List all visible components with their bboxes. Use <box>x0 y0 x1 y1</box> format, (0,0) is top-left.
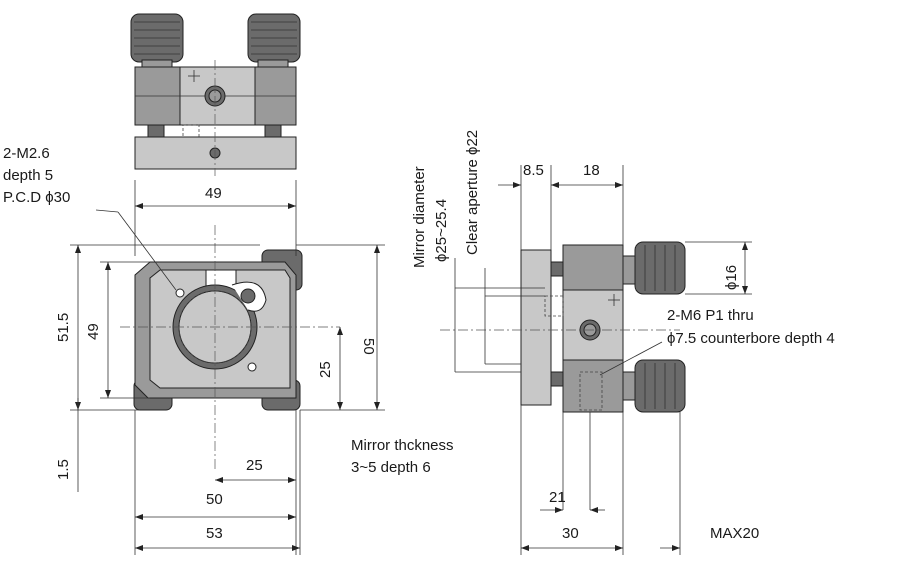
note-thickness-line2: 3~5 depth 6 <box>351 459 431 476</box>
top-right-knob <box>247 13 301 69</box>
dim-25-right: 25 <box>317 361 334 378</box>
side-dimensions <box>454 165 752 555</box>
note-thickness-line1: Mirror thckness <box>351 437 454 454</box>
note-m6-line2: ϕ7.5 counterbore depth 4 <box>667 330 835 347</box>
side-plate <box>520 249 552 406</box>
dim-30: 30 <box>562 525 579 542</box>
top-view <box>130 13 301 176</box>
note-m26-line1: 2-M2.6 <box>3 145 50 162</box>
front-dimensions <box>70 180 385 555</box>
dim-50-bottom: 50 <box>206 491 223 508</box>
dim-1-5: 1.5 <box>55 459 72 480</box>
note-mirror-diameter-1: Mirror diameter <box>411 166 428 268</box>
note-m26-line3: P.C.D ϕ30 <box>3 189 70 206</box>
front-view <box>95 209 340 470</box>
dim-phi16: ϕ16 <box>723 265 740 290</box>
dim-8-5: 8.5 <box>523 162 544 179</box>
notes: 2-M2.6 depth 5 P.C.D ϕ30 Mirror diameter… <box>3 130 835 476</box>
top-left-knob <box>130 13 184 69</box>
dim-50-right: 50 <box>360 338 377 355</box>
side-block-upper <box>562 244 624 291</box>
dim-25-bottom: 25 <box>246 457 263 474</box>
side-upper-knob <box>622 241 686 295</box>
side-block-lower <box>562 359 624 413</box>
side-dim-labels: 8.5 18 ϕ16 21 30 MAX20 <box>523 162 759 542</box>
note-clear-aperture: Clear aperture ϕ22 <box>464 130 481 255</box>
dim-51-5: 51.5 <box>55 313 72 342</box>
dim-49-side: 49 <box>85 323 102 340</box>
note-m6-line1: 2-M6 P1 thru <box>667 307 754 324</box>
front-dim-labels: 49 51.5 49 50 25 1.5 25 50 53 <box>55 185 377 542</box>
dim-max20: MAX20 <box>710 525 759 542</box>
side-view <box>440 241 686 413</box>
note-mirror-diameter-2: ϕ25~25.4 <box>433 199 450 262</box>
dim-53-bottom: 53 <box>206 525 223 542</box>
dim-49-top: 49 <box>205 185 222 202</box>
top-base <box>134 136 297 170</box>
dim-18: 18 <box>583 162 600 179</box>
dim-21: 21 <box>549 489 566 506</box>
side-lower-knob <box>622 359 686 413</box>
note-m26-line2: depth 5 <box>3 167 53 184</box>
